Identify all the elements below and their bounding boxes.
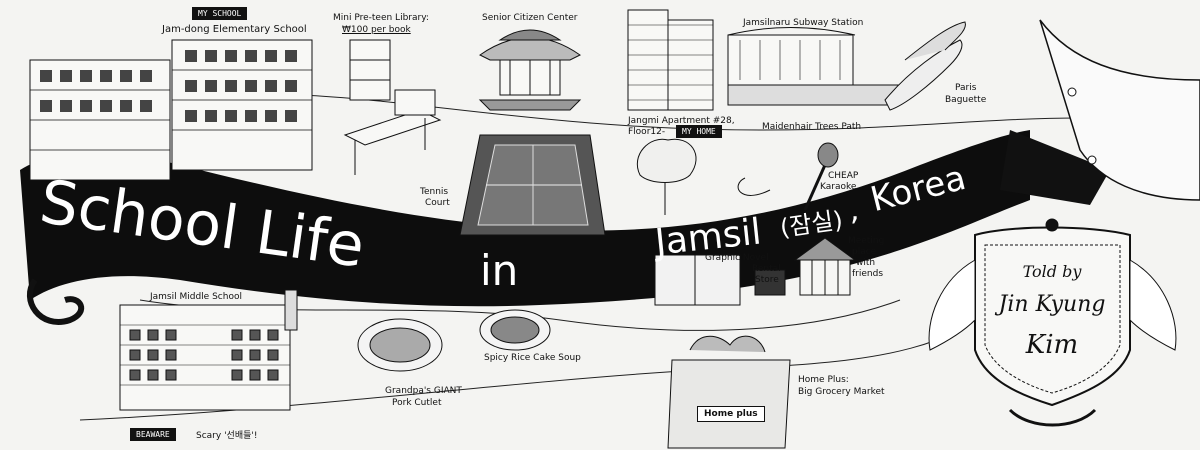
comic-books-drawing [654, 254, 786, 306]
ribbon-swirl [27, 278, 85, 325]
apartment-label-line1: Jangmi Apartment #28, [628, 116, 735, 126]
graphic-novel-line2: Rental [752, 264, 781, 274]
gazebo-drawing [793, 237, 857, 296]
meeting-line1: Meeting [848, 236, 885, 246]
crest-drawing [928, 218, 1177, 427]
paris-label-line1: Paris [955, 83, 977, 93]
apartment-tag: MY HOME [676, 125, 722, 138]
grandpa-line2: Pork Cutlet [392, 398, 442, 408]
subway-station-drawing [727, 27, 899, 106]
homeplus-bag-label: Home plus [697, 406, 765, 422]
apartment-drawing [627, 9, 714, 111]
banner-comma: , [850, 193, 860, 228]
senior-center-label: Senior Citizen Center [482, 13, 578, 23]
middle-school-drawing [119, 289, 298, 411]
my-school-tag: MY SCHOOL [192, 7, 248, 20]
homeplus-line1: Home Plus: [798, 375, 849, 385]
grocery-bag-drawing [667, 335, 791, 449]
banner-in: in [480, 246, 519, 295]
crest-told-by: Told by [1022, 262, 1082, 281]
tennis-label-line1: Tennis [420, 187, 449, 197]
pavilion-drawing [478, 29, 582, 111]
elementary-school-drawing [29, 39, 313, 181]
meeting-line4: friends [852, 269, 884, 279]
collar-button-2 [1067, 87, 1077, 97]
tennis-court-drawing [459, 134, 606, 236]
collar-button [1087, 155, 1097, 165]
subway-label: Jamsilnaru Subway Station [743, 18, 864, 28]
library-label-line2: ₩100 per book [342, 25, 411, 35]
karaoke-label-line2: Karaoke [820, 182, 857, 192]
soup-label: Spicy Rice Cake Soup [484, 353, 581, 363]
library-label-line1: Mini Pre-teen Library: [333, 13, 429, 23]
maidenhair-label: Maidenhair Trees Path [762, 122, 862, 132]
karaoke-label-line1: CHEAP [828, 171, 859, 181]
microphone-drawing [737, 142, 839, 211]
tennis-label-line2: Court [425, 198, 450, 208]
black-banner [20, 130, 1030, 307]
banner-tail [1000, 130, 1110, 205]
food-plates-drawing [357, 309, 551, 372]
graphic-novel-line3: Store [755, 275, 779, 285]
meeting-line2: place [852, 247, 877, 257]
scary-label: Scary '선배들'! [196, 431, 258, 441]
middle-school-label: Jamsil Middle School [150, 292, 242, 302]
tree-drawing [636, 138, 697, 215]
homeplus-line2: Big Grocery Market [798, 387, 885, 397]
crest-name2: Kim [1025, 330, 1079, 360]
beware-tag: BEAWARE [130, 428, 176, 441]
grandpa-line1: Grandpa's GIANT [385, 386, 462, 396]
crest-name1: Jin Kyung [998, 292, 1106, 317]
apartment-label-line2: Floor12- [628, 127, 666, 137]
meeting-line3: with [856, 258, 876, 268]
paris-label-line2: Baguette [945, 95, 987, 105]
elementary-school-label: Jam-dong Elementary School [162, 24, 307, 35]
collar [1039, 19, 1200, 201]
baguette-drawing [884, 21, 966, 111]
library-drawing [343, 39, 442, 175]
graphic-novel-line1: Graphic Novel [705, 253, 769, 263]
